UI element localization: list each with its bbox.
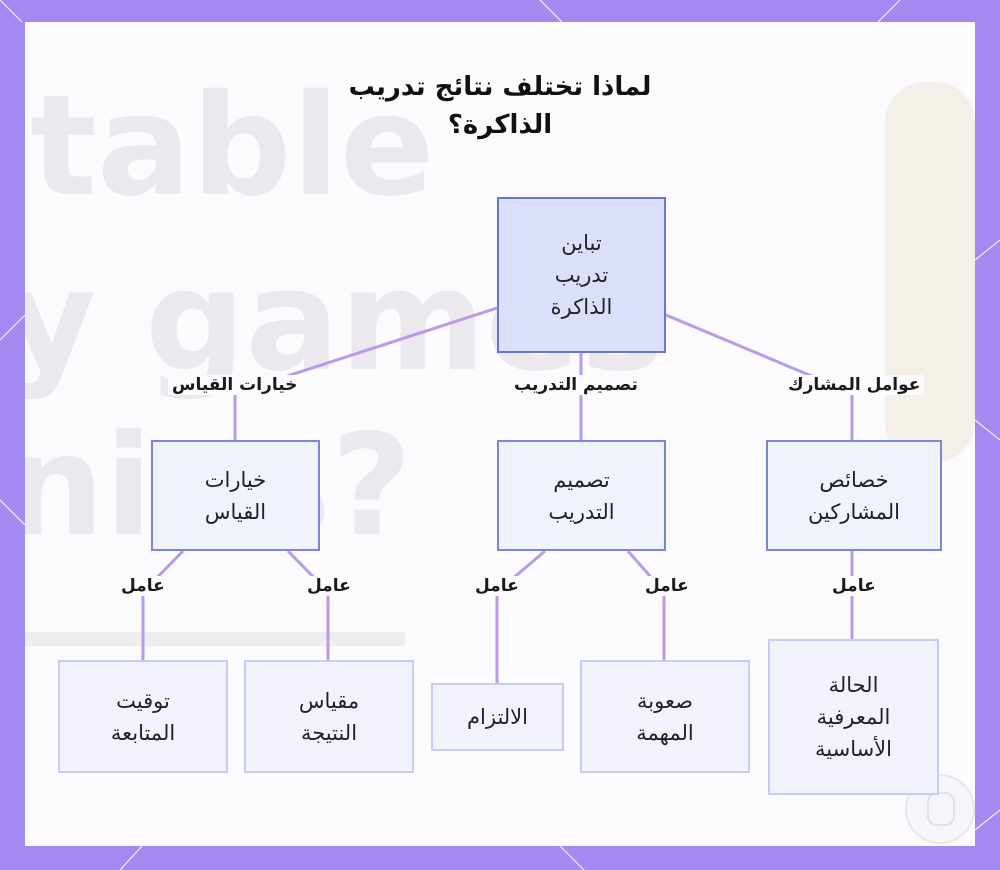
node-task-difficulty: صعوبة المهمة: [580, 660, 750, 773]
diagram-title: لماذا تختلف نتائج تدريب الذاكرة؟: [348, 72, 652, 140]
edge-label-participants: عوامل المشارك: [784, 375, 925, 395]
edge-design-adherence: [495, 549, 546, 683]
edge-label-measurement: خيارات القياس: [168, 375, 302, 395]
node-root-label: تباين تدريب الذاكرة: [550, 231, 613, 319]
node-followup-timing-label: توقيت المتابعة: [110, 688, 176, 745]
node-adherence-label: الالتزام: [467, 705, 528, 729]
edge-measurement-followup: [141, 549, 185, 660]
node-baseline-state-label: الحالة المعرفية الأساسية: [815, 673, 892, 761]
node-participants-label: خصائص المشاركين: [808, 467, 900, 524]
node-participants: خصائص المشاركين: [766, 440, 942, 551]
edge-label-factor-baseline: عامل: [828, 576, 880, 596]
edge-design-difficulty: [626, 550, 666, 660]
edge-root-measurement: [233, 306, 498, 440]
edge-label-design: تصميم التدريب: [510, 375, 642, 395]
edge-label-factor-difficulty: عامل: [641, 576, 693, 596]
node-outcome-measure: مقياس النتيجة: [244, 660, 414, 773]
edge-label-factor-outcome: عامل: [303, 576, 355, 596]
node-adherence: الالتزام: [431, 683, 564, 751]
node-baseline-state: الحالة المعرفية الأساسية: [768, 639, 939, 795]
background-text-line-1: table: [30, 65, 435, 228]
node-followup-timing: توقيت المتابعة: [58, 660, 228, 773]
node-measurement-label: خيارات القياس: [204, 467, 267, 524]
background-figure: [885, 82, 975, 462]
node-design: تصميم التدريب: [497, 440, 666, 551]
edge-label-factor-followup: عامل: [117, 576, 169, 596]
node-outcome-measure-label: مقياس النتيجة: [298, 688, 360, 745]
edge-measurement-outcome: [286, 549, 330, 660]
node-measurement: خيارات القياس: [151, 440, 320, 551]
background-bar: [25, 632, 405, 646]
edge-label-factor-adherence: عامل: [471, 576, 523, 596]
node-task-difficulty-label: صعوبة المهمة: [636, 688, 694, 745]
node-design-label: تصميم التدريب: [548, 467, 615, 524]
node-root: تباين تدريب الذاكرة: [497, 197, 666, 353]
